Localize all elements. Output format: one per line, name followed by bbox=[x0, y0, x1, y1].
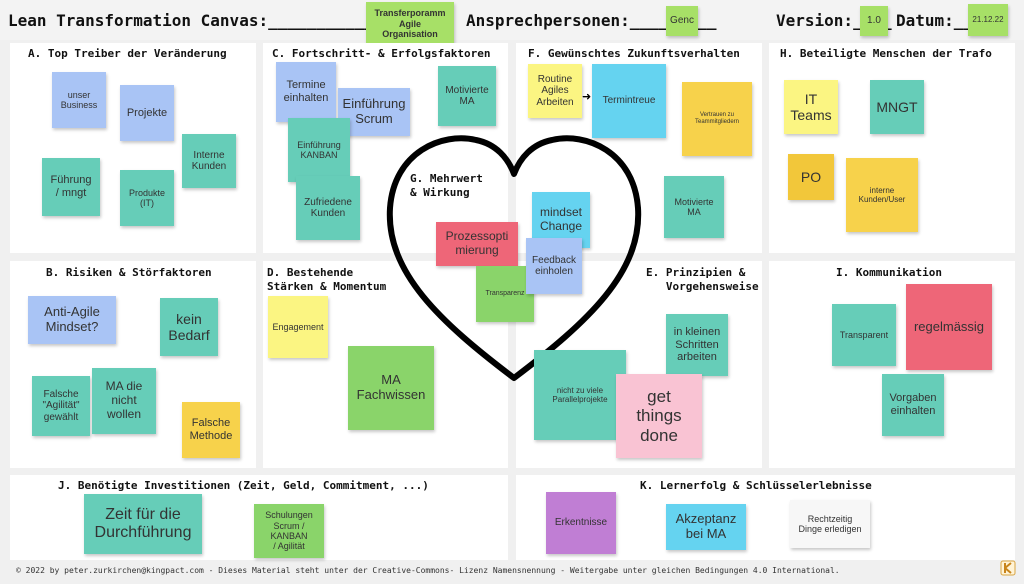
sticky-note[interactable]: MA die nicht wollen bbox=[92, 368, 156, 434]
sticky-note[interactable]: Zufriedene Kunden bbox=[296, 176, 360, 240]
arrow-right-icon: ➜ bbox=[582, 90, 592, 103]
sticky-note[interactable]: Motivierte MA bbox=[438, 66, 496, 126]
sticky-note[interactable]: Erkentnisse bbox=[546, 492, 616, 554]
sticky-note[interactable]: Anti-Agile Mindset? bbox=[28, 296, 116, 344]
sticky-note[interactable]: nicht zu viele Parallelprojekte bbox=[534, 350, 626, 440]
section-title-b: B. Risiken & Störfaktoren bbox=[46, 266, 212, 279]
sticky-note[interactable]: Einführung KANBAN bbox=[288, 118, 350, 182]
sticky-note[interactable]: Falsche "Agilität" gewählt bbox=[32, 376, 90, 436]
sticky-note[interactable]: regelmässig bbox=[906, 284, 992, 370]
canvas-title: Lean Transformation Canvas:___________ bbox=[8, 11, 375, 30]
sticky-note[interactable]: Termine einhalten bbox=[276, 62, 336, 122]
section-title-i: I. Kommunikation bbox=[836, 266, 942, 279]
sticky-note[interactable]: interne Kunden/User bbox=[846, 158, 918, 232]
sticky-note[interactable]: Prozessopti mierung bbox=[436, 222, 518, 266]
sticky-note[interactable]: Motivierte MA bbox=[664, 176, 724, 238]
sticky-note[interactable]: MA Fachwissen bbox=[348, 346, 434, 430]
sticky-note[interactable]: Einführung Scrum bbox=[338, 88, 410, 136]
sticky-note[interactable]: PO bbox=[788, 154, 834, 200]
sticky-note[interactable]: MNGT bbox=[870, 80, 924, 134]
sticky-note[interactable]: Schulungen Scrum / KANBAN / Agilität bbox=[254, 504, 324, 558]
sticky-note[interactable]: Rechtzeitig Dinge erledigen bbox=[790, 500, 870, 548]
sticky-note[interactable]: IT Teams bbox=[784, 80, 838, 134]
sticky-note[interactable]: Termintreue bbox=[592, 64, 666, 138]
contacts-label: Ansprechpersonen:_________ bbox=[466, 11, 717, 30]
sticky-note[interactable]: Führung / mngt bbox=[42, 158, 100, 216]
sticky-note[interactable]: unser Business bbox=[52, 72, 106, 128]
section-title-j: J. Benötigte Investitionen (Zeit, Geld, … bbox=[58, 479, 429, 492]
sticky-note[interactable]: Transparenz bbox=[476, 266, 534, 322]
canvas-header: Lean Transformation Canvas:___________ A… bbox=[0, 0, 1024, 40]
license-footer: © 2022 by peter.zurkirchen@kingpact.com … bbox=[16, 566, 840, 575]
sticky-note[interactable]: Interne Kunden bbox=[182, 134, 236, 188]
contacts-note[interactable]: Genc bbox=[666, 6, 698, 36]
date-note[interactable]: 21.12.22 bbox=[968, 4, 1008, 36]
version-note[interactable]: 1.0 bbox=[860, 6, 888, 36]
sticky-note[interactable]: Engagement bbox=[268, 296, 328, 358]
sticky-note[interactable]: Vertrauen zu Teammitgliedern bbox=[682, 82, 752, 156]
sticky-note[interactable]: get things done bbox=[616, 374, 702, 458]
section-title-h: H. Beteiligte Menschen der Trafo bbox=[780, 47, 992, 60]
sticky-note[interactable]: Routine Agiles Arbeiten bbox=[528, 64, 582, 118]
sticky-note[interactable]: Akzeptanz bei MA bbox=[666, 504, 746, 550]
section-title-k: K. Lernerfolg & Schlüsselerlebnisse bbox=[640, 479, 872, 492]
sticky-note[interactable]: in kleinen Schritten arbeiten bbox=[666, 314, 728, 376]
section-title-a: A. Top Treiber der Veränderung bbox=[28, 47, 227, 60]
sticky-note[interactable]: Produkte (IT) bbox=[120, 170, 174, 226]
sticky-note[interactable]: Vorgaben einhalten bbox=[882, 374, 944, 436]
section-title-c: C. Fortschritt- & Erfolgsfaktoren bbox=[272, 47, 491, 60]
sticky-note[interactable]: kein Bedarf bbox=[160, 298, 218, 356]
sticky-note[interactable]: Zeit für die Durchführung bbox=[84, 494, 202, 554]
kingpact-logo-icon bbox=[1000, 560, 1016, 576]
project-note[interactable]: Transferporamm Agile Organisation bbox=[366, 2, 454, 46]
section-title-d: D. Bestehende Stärken & Momentum bbox=[267, 266, 387, 293]
section-title-f: F. Gewünschtes Zukunftsverhalten bbox=[528, 47, 740, 60]
sticky-note[interactable]: Transparent bbox=[832, 304, 896, 366]
section-title-e: E. Prinzipien & Vorgehensweise bbox=[646, 266, 759, 293]
sticky-note[interactable]: Feedback einholen bbox=[526, 238, 582, 294]
heart-outline-icon bbox=[386, 135, 642, 381]
sticky-note[interactable]: Projekte bbox=[120, 85, 174, 141]
section-title-g: G. Mehrwert & Wirkung bbox=[410, 172, 483, 199]
sticky-note[interactable]: Falsche Methode bbox=[182, 402, 240, 458]
